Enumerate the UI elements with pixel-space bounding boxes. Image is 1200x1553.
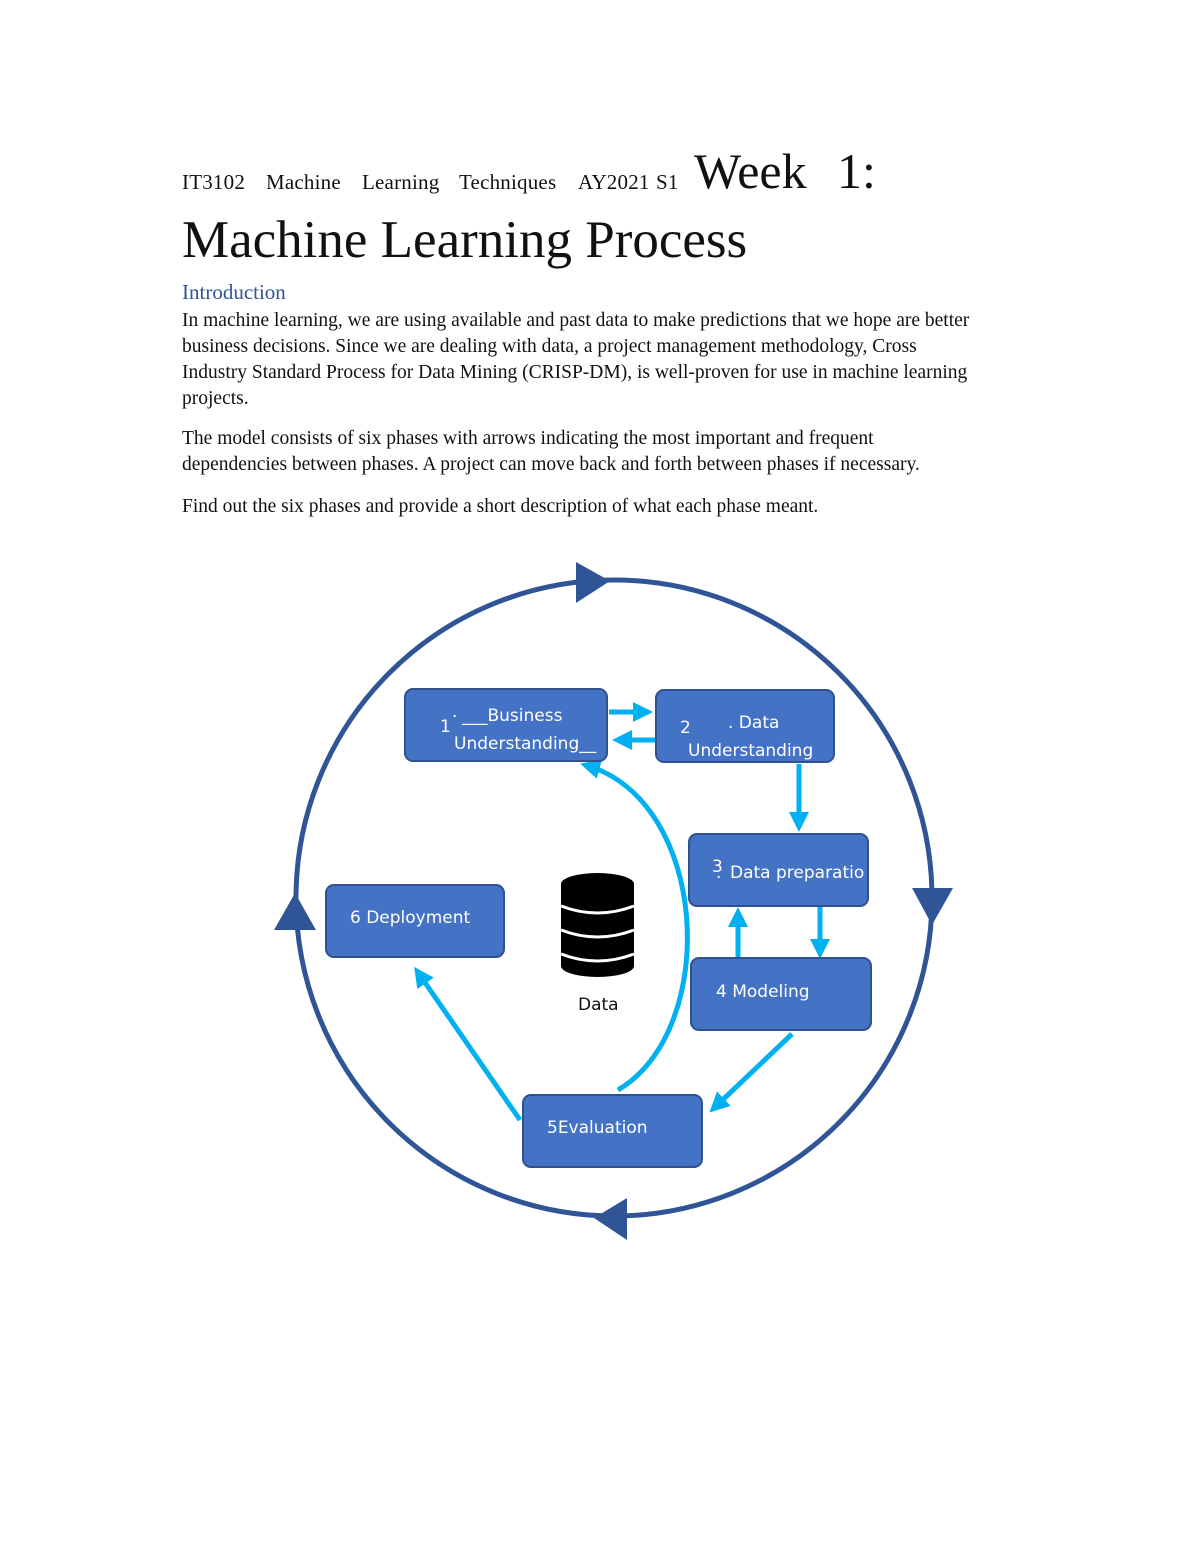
arrow-evaluation-to-business xyxy=(580,759,690,1093)
phase-modeling: 4 Modeling xyxy=(690,957,872,1031)
phase-2-number: 2 xyxy=(680,718,691,738)
phase-2-title-line2: Understanding xyxy=(688,741,813,761)
page-title: Machine Learning Process xyxy=(182,211,748,269)
phase-deployment: 6 Deployment xyxy=(325,884,505,958)
course-code: IT3102 xyxy=(182,170,246,194)
paragraph-task: Find out the six phases and provide a sh… xyxy=(182,496,819,517)
database-icon xyxy=(560,873,635,977)
course-header: IT3102 Machine Learning Techniques AY202… xyxy=(182,142,942,202)
week-number: 1: xyxy=(837,143,876,199)
phase-2-title-line1: . Data xyxy=(728,713,779,733)
phase-4-title: 4 Modeling xyxy=(716,982,810,1002)
phase-1-dot: · xyxy=(452,707,457,727)
section-heading: Introduction xyxy=(182,280,286,304)
cycle-arrow-right-icon xyxy=(912,888,953,925)
course-word-machine: Machine xyxy=(266,170,341,194)
phase-data-preparation: 3 . Data preparatio xyxy=(688,833,869,907)
course-semester: S1 xyxy=(656,170,679,194)
phase-1-title-line1: ___Business xyxy=(461,706,563,726)
paragraph-six-phases: The model consists of six phases with ar… xyxy=(182,428,920,475)
paragraph-crisp-dm: In machine learning, we are using availa… xyxy=(182,310,970,409)
phase-business-understanding: 1 · ___Business Understanding__ xyxy=(404,688,608,762)
course-year: AY2021 xyxy=(578,170,650,194)
phase-data-understanding: 2 . Data Understanding xyxy=(655,689,835,763)
phase-1-number: 1 xyxy=(440,717,451,737)
phase-1-title-line2: Understanding__ xyxy=(454,734,597,754)
arrow-modeling-to-evaluation xyxy=(709,1032,794,1113)
phase-3-dot: . xyxy=(716,863,721,883)
phase-3-title: Data preparatio xyxy=(730,863,864,883)
course-word-techniques: Techniques xyxy=(459,170,557,194)
arrow-evaluation-to-deployment xyxy=(414,966,523,1122)
phase-evaluation: 5Evaluation xyxy=(522,1094,703,1168)
cycle-arrow-top-icon xyxy=(576,562,610,603)
database-label: Data xyxy=(578,995,619,1015)
phase-5-title: 5Evaluation xyxy=(547,1118,648,1138)
phase-3-number: 3 xyxy=(712,857,723,877)
week-label: Week xyxy=(694,143,807,199)
cycle-arrow-bottom-icon xyxy=(594,1198,627,1240)
phase-6-title: 6 Deployment xyxy=(350,908,471,928)
cycle-arrow-left-icon xyxy=(274,893,316,930)
course-word-learning: Learning xyxy=(362,170,440,194)
